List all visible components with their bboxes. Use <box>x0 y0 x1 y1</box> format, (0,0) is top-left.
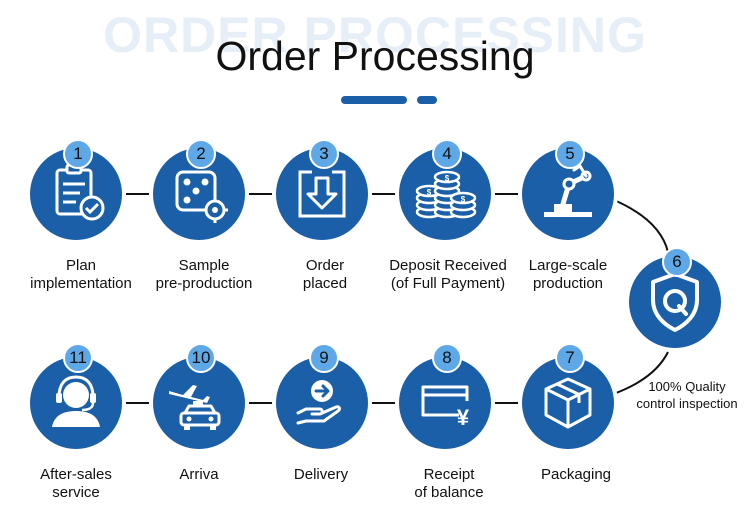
svg-text:¥: ¥ <box>457 405 470 430</box>
step-6-badge: 6 <box>662 247 692 277</box>
download-box-icon <box>298 170 346 218</box>
step-1-badge: 1 <box>63 139 93 169</box>
step-5-circle <box>522 148 614 240</box>
step-10-circle <box>153 357 245 449</box>
step-10-badge: 10 <box>186 343 216 373</box>
step-6-label: 100% Quality control inspection <box>636 379 738 411</box>
step-7-label: Packaging <box>540 466 612 483</box>
step-10-label: Arriva <box>179 466 219 483</box>
step-4-circle: $ $ $ <box>399 148 491 240</box>
title-underline-long <box>341 96 407 104</box>
svg-text:$: $ <box>461 195 466 204</box>
robot-arm-icon <box>544 159 592 217</box>
step-8-badge: 8 <box>432 343 462 373</box>
step-7-badge: 7 <box>555 343 585 373</box>
package-box-icon <box>544 377 592 429</box>
page-title: Order Processing <box>215 33 535 79</box>
shield-q-icon <box>651 272 699 332</box>
step-9-badge: 9 <box>309 343 339 373</box>
svg-text:$: $ <box>427 188 432 197</box>
step-1-label: Plan implementation <box>30 257 132 292</box>
title-underline-short <box>417 96 437 104</box>
step-8-label: Receipt of balance <box>414 466 484 501</box>
step-11-label: After-sales service <box>40 466 112 501</box>
step-9-label: Delivery <box>293 466 349 483</box>
step-4-label: Deposit Received (of Full Payment) <box>389 257 507 292</box>
step-11-badge: 11 <box>63 343 93 373</box>
headset-agent-icon <box>52 375 100 427</box>
watermark-text: ORDER PROCESSING <box>103 7 647 63</box>
step-4-badge: 4 <box>432 139 462 169</box>
yen-receipt-icon: ¥ <box>421 385 470 430</box>
step-3-badge: 3 <box>309 139 339 169</box>
svg-text:$: $ <box>445 174 450 183</box>
step-5-badge: 5 <box>555 139 585 169</box>
dice-gear-icon <box>175 170 228 223</box>
step-3-label: Order placed <box>302 257 348 292</box>
step-2-label: Sample pre-production <box>155 257 253 292</box>
plane-taxi-icon <box>169 385 221 430</box>
step-2-badge: 2 <box>186 139 216 169</box>
coin-stacks-icon: $ $ $ <box>415 170 477 219</box>
step-5-label: Large-scale production <box>528 257 608 292</box>
hand-arrow-icon <box>296 380 341 425</box>
